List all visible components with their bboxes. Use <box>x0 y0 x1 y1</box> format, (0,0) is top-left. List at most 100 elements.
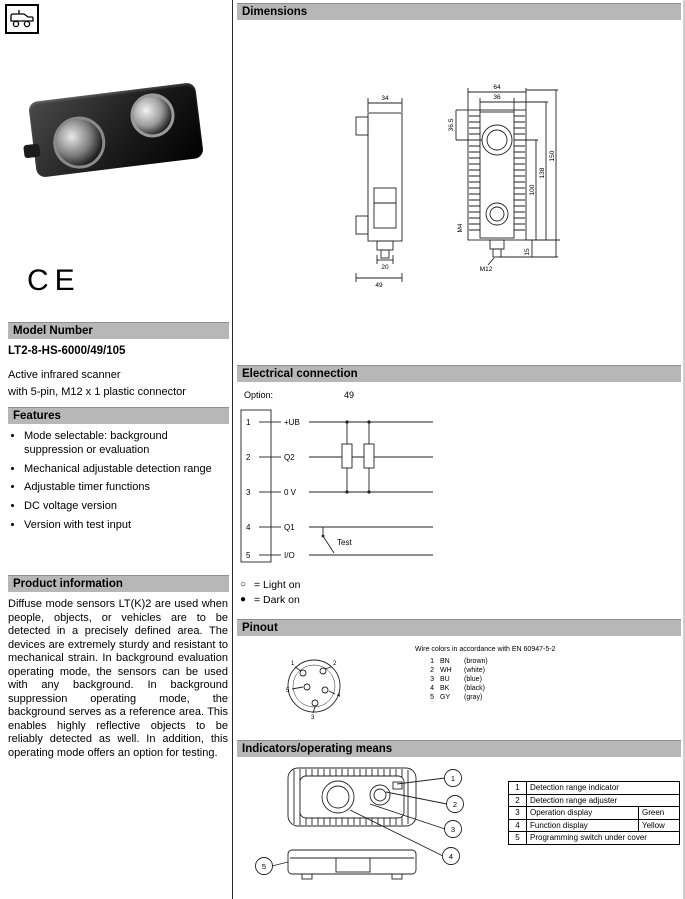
section-header-features: Features <box>8 407 229 424</box>
model-number: LT2-8-HS-6000/49/105 <box>8 345 126 357</box>
section-header-electrical-connection: Electrical connection <box>237 365 681 382</box>
wire-color-row: 2 WH (white) <box>424 666 492 675</box>
section-header-pinout: Pinout <box>237 619 681 636</box>
wire-code: WH <box>440 667 452 674</box>
wire-code: BK <box>440 685 450 692</box>
feature-item: Version with test input <box>24 519 230 533</box>
wire-pin: 4 <box>430 685 434 692</box>
indicator-value: Yellow <box>638 818 680 833</box>
electrical-connection-diagram: Option: 49 1 2 3 4 5 +UB Q2 0 V Q1 <box>240 390 433 563</box>
connector-pin-5: 5 <box>286 688 290 694</box>
features-list: Mode selectable: background suppression … <box>10 430 230 538</box>
dim-label-138: 138 <box>539 167 546 178</box>
wire-color-table: 1 BN (brown) 2 WH (white) 3 BU (blue) 4 … <box>424 657 492 702</box>
wire-code: GY <box>440 694 451 701</box>
wire-pin: 5 <box>430 694 434 701</box>
section-header-dimensions: Dimensions <box>237 3 681 20</box>
indicator-label: Function display <box>526 818 639 833</box>
pin-number: 4 <box>246 523 251 532</box>
dim-label-49: 49 <box>375 282 383 289</box>
pin-number: 5 <box>246 551 251 560</box>
dim-label-64: 64 <box>493 84 501 91</box>
indicator-num: 5 <box>508 831 527 845</box>
legend-dark-on-text: = Dark on <box>254 593 300 606</box>
indicator-num: 2 <box>508 793 527 808</box>
sensor-device-image <box>23 82 205 178</box>
wire-colors-note: Wire colors in accordance with EN 60947-… <box>415 646 556 653</box>
feature-item: DC voltage version <box>24 500 230 514</box>
switching-legend: ○ = Light on ● = Dark on <box>240 577 300 607</box>
sensor-lens-small <box>127 90 178 140</box>
option-value: 49 <box>344 390 354 400</box>
dim-label-m12: M12 <box>480 266 493 273</box>
wire-color-name: (brown) <box>464 658 488 665</box>
connector-pin-3: 3 <box>311 715 315 720</box>
legend-light-on: ○ = Light on <box>240 577 300 592</box>
section-header-indicators: Indicators/operating means <box>237 740 681 757</box>
indicator-label: Detection range indicator <box>526 781 680 795</box>
model-description-2: with 5-pin, M12 x 1 plastic connector <box>8 386 186 398</box>
legend-light-on-text: = Light on <box>254 578 301 591</box>
wire-color-row: 5 GY (gray) <box>424 693 492 702</box>
feature-item: Mode selectable: background suppression … <box>24 430 230 458</box>
wire-color-row: 1 BN (brown) <box>424 657 492 666</box>
indicator-value: Green <box>638 806 680 820</box>
dim-label-36-5: 36.5 <box>448 118 455 131</box>
connector-pin-4: 4 <box>337 693 341 699</box>
dim-label-100: 100 <box>529 184 536 195</box>
callout-2: 2 <box>453 800 457 809</box>
dim-label-150: 150 <box>549 150 556 161</box>
indicators-drawing: 1 2 3 4 5 <box>255 767 464 880</box>
callout-3: 3 <box>451 825 455 834</box>
ce-mark: CE <box>27 264 81 297</box>
wire-color-row: 3 BU (blue) <box>424 675 492 684</box>
brand-logo <box>5 4 39 34</box>
section-header-product-information: Product information <box>8 575 229 592</box>
pin-number: 1 <box>246 418 251 427</box>
connector-nub <box>23 143 41 159</box>
indicator-label: Detection range adjuster <box>526 793 680 808</box>
pin-label-io: I/O <box>284 551 295 560</box>
connector-pin-1: 1 <box>291 661 295 667</box>
wire-color-row: 4 BK (black) <box>424 684 492 693</box>
connector-pin-2: 2 <box>333 661 337 667</box>
option-label: Option: <box>244 390 273 400</box>
product-photo <box>22 72 212 190</box>
dim-label-20: 20 <box>381 264 389 271</box>
indicator-row: 2 Detection range adjuster <box>508 793 680 808</box>
pin-label-0v: 0 V <box>284 488 297 497</box>
dim-label-36: 36 <box>493 94 501 101</box>
indicator-num: 3 <box>508 806 527 820</box>
vehicle-icon <box>10 10 34 28</box>
pin-label-ub: +UB <box>284 418 300 427</box>
callout-5: 5 <box>262 862 266 871</box>
callout-4: 4 <box>449 852 453 861</box>
wire-pin: 2 <box>430 667 434 674</box>
indicator-row: 1 Detection range indicator <box>508 781 680 795</box>
wire-pin: 1 <box>430 658 434 665</box>
column-divider <box>232 0 233 899</box>
wire-color-name: (white) <box>464 667 486 674</box>
wire-code: BU <box>440 676 450 683</box>
pin-label-q2: Q2 <box>284 453 295 462</box>
indicator-label: Programming switch under cover <box>526 831 680 845</box>
wire-pin: 3 <box>430 676 434 683</box>
section-header-model-number: Model Number <box>8 322 229 339</box>
model-description-1: Active infrared scanner <box>8 369 121 381</box>
open-circle-icon: ○ <box>240 579 247 590</box>
indicators-table: 1 Detection range indicator 2 Detection … <box>508 781 680 845</box>
feature-item: Adjustable timer functions <box>24 481 230 495</box>
pinout-connector-drawing: 1 2 3 4 5 <box>286 659 341 720</box>
filled-circle-icon: ● <box>240 594 247 605</box>
indicator-num: 1 <box>508 781 527 795</box>
wire-code: BN <box>440 658 450 665</box>
feature-item: Mechanical adjustable detection range <box>24 463 230 477</box>
dim-label-15: 15 <box>524 248 531 256</box>
wire-color-name: (gray) <box>464 694 483 701</box>
legend-dark-on: ● = Dark on <box>240 592 300 607</box>
indicator-row: 5 Programming switch under cover <box>508 831 680 845</box>
wire-color-name: (blue) <box>464 676 482 683</box>
indicator-row: 4 Function display Yellow <box>508 818 680 833</box>
indicator-num: 4 <box>508 818 527 833</box>
pin-label-q1: Q1 <box>284 523 295 532</box>
